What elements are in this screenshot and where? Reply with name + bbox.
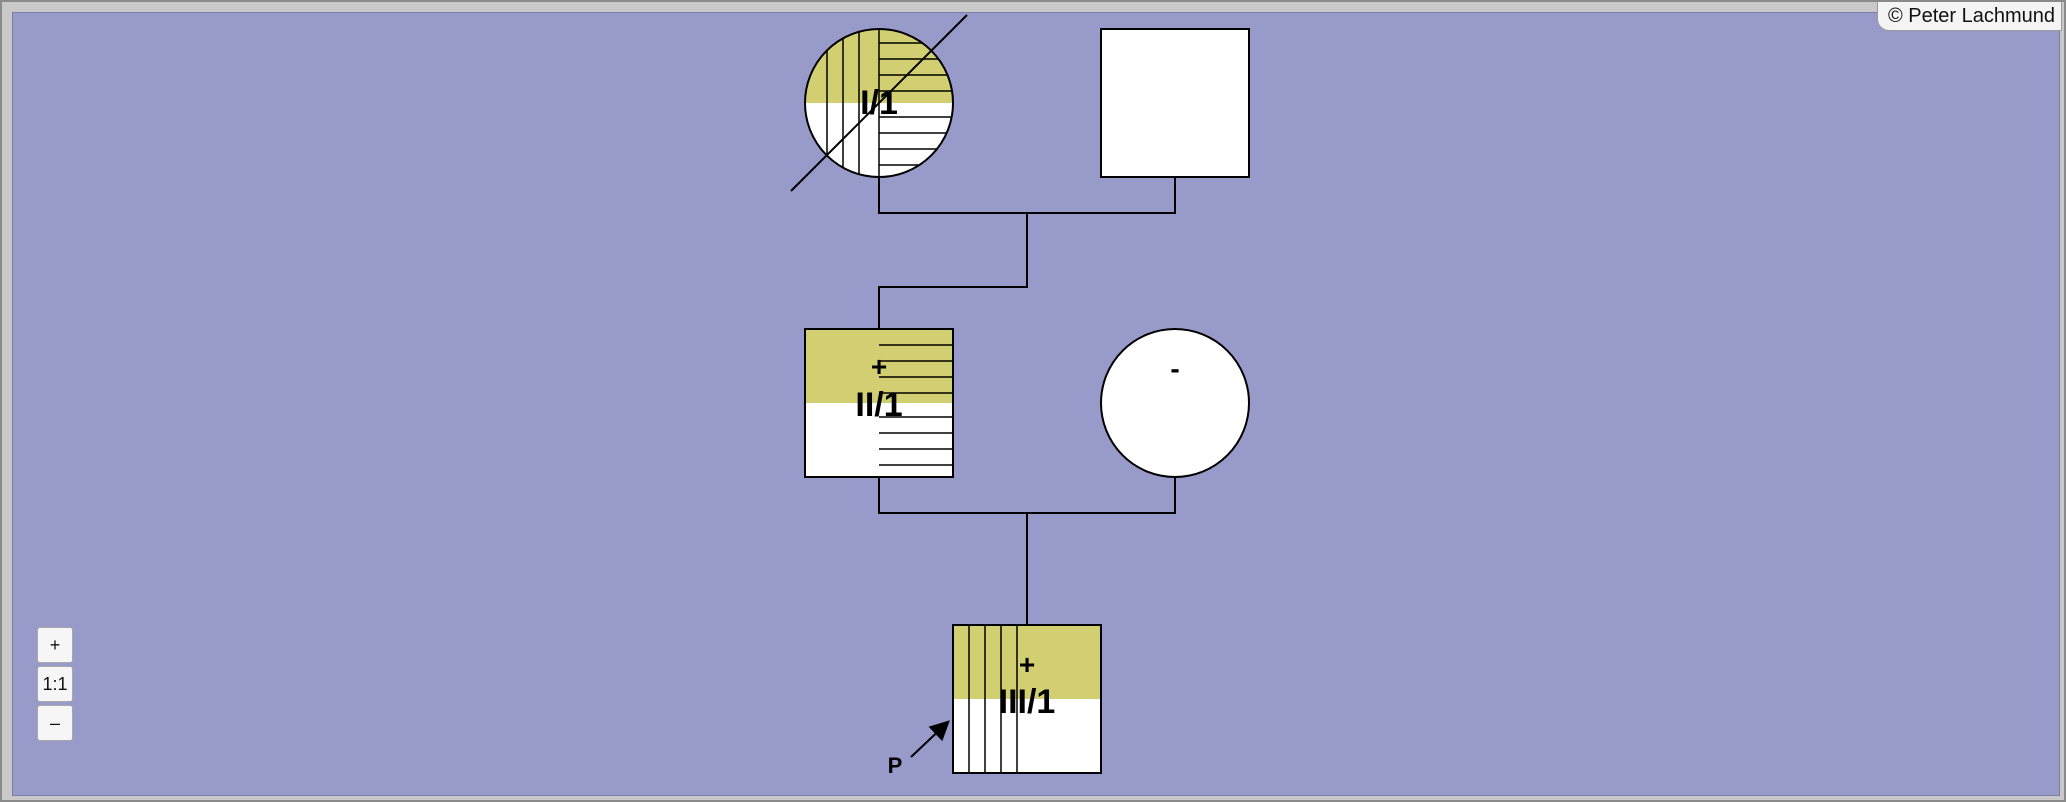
descent-line-gen1 (878, 213, 1028, 329)
individual-i1[interactable]: I/1 (790, 14, 968, 192)
individual-label: II/1 (855, 386, 902, 424)
genotype-marker: + (1019, 649, 1035, 680)
proband-arrow: P (888, 720, 950, 778)
individual-ii1[interactable]: + II/1 (804, 328, 954, 478)
zoom-reset-button[interactable]: 1:1 (37, 666, 73, 702)
genotype-marker: + (871, 351, 887, 382)
pedigree-canvas[interactable]: I/1 (12, 12, 2060, 796)
zoom-in-button[interactable]: + (37, 627, 73, 663)
pedigree-diagram: I/1 (790, 14, 1250, 778)
genotype-marker: - (1170, 353, 1179, 384)
proband-label: P (888, 753, 903, 778)
individual-iii1[interactable]: + III/1 (952, 624, 1102, 774)
individual-label: I/1 (860, 84, 898, 122)
individual-label: III/1 (999, 683, 1056, 721)
relationship-lines (878, 177, 1176, 625)
deceased-slash (790, 14, 968, 192)
zoom-controls: + 1:1 – (37, 627, 73, 741)
zoom-out-button[interactable]: – (37, 705, 73, 741)
mating-line-gen2 (878, 477, 1176, 514)
copyright-notice: © Peter Lachmund (1876, 2, 2062, 31)
individual-i2[interactable] (1100, 28, 1250, 178)
mating-line-gen1 (878, 177, 1176, 214)
individual-ii2[interactable]: - (1100, 328, 1250, 478)
